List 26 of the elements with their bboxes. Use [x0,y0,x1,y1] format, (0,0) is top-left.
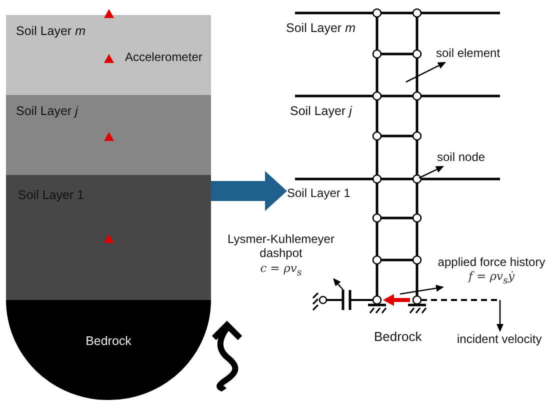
formula: f = ρv$_{s}$ẏ [468,269,514,288]
layer-name: Soil Layer m [16,24,86,38]
annotation-text: Soil Layer 1 [287,186,350,200]
layer-label: Soil Layer m [286,21,356,35]
leader-arrow [406,62,446,83]
soil-layer-band [6,95,211,175]
annotation-text: Lysmer-Kuhlemeyer dashpot [226,232,336,261]
formula: c = ρv$_{s}$ [260,260,302,280]
leader-arrow [400,284,444,295]
bedrock-label: Bedrock [374,329,422,344]
annotation-text: soil element [436,46,500,60]
layer-name: Soil Layer j [16,104,78,118]
leader-arrow [496,300,504,332]
soil-layer-band [6,15,211,95]
leader-arrow [418,166,444,179]
dashed-line [421,299,500,301]
force-arrow [383,294,410,306]
block-arrow [211,171,287,211]
leader-arrow [333,278,344,292]
accelerometer-label: Accelerometer [125,50,202,64]
soil-layer-band [6,175,211,300]
annotation-text: soil node [437,150,486,164]
layer-name: Bedrock [84,334,132,348]
annotation-text: incident velocity [457,332,542,346]
layer-label: Soil Layer j [290,104,352,118]
annotation-text: applied force history [438,255,546,270]
